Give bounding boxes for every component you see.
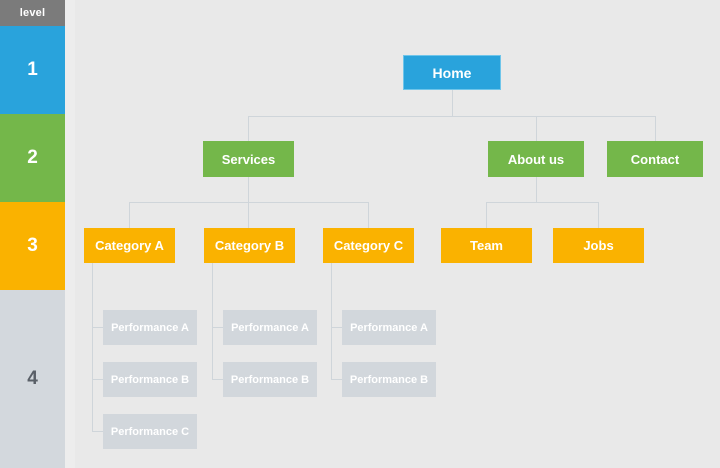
node-category-c[interactable]: Category C (323, 228, 414, 263)
connector-cat-a-child-2 (92, 379, 103, 380)
node-performance-c2[interactable]: Performance B (342, 362, 436, 397)
connector-cat-c-child-1 (331, 327, 342, 328)
connector-cat-a-child-3 (92, 431, 103, 432)
node-category-b[interactable]: Category B (204, 228, 295, 263)
connector-cat-b-child-1 (212, 327, 223, 328)
connector-cat-b-child-2 (212, 379, 223, 380)
node-team[interactable]: Team (441, 228, 532, 263)
rail-canvas-gutter (65, 0, 75, 468)
connector-cat-c-child-2 (331, 379, 342, 380)
node-performance-b2[interactable]: Performance B (223, 362, 317, 397)
node-services[interactable]: Services (203, 141, 294, 177)
node-performance-b1[interactable]: Performance A (223, 310, 317, 345)
node-home[interactable]: Home (403, 55, 501, 90)
connector-to-services (248, 116, 249, 141)
node-category-a[interactable]: Category A (84, 228, 175, 263)
connector-to-category-b (248, 202, 249, 228)
connector-to-category-c (368, 202, 369, 228)
node-performance-a2[interactable]: Performance B (103, 362, 197, 397)
connector-to-jobs (598, 202, 599, 228)
connector-to-contact (655, 116, 656, 141)
connector-level3-left-bus (129, 202, 369, 203)
node-performance-c1[interactable]: Performance A (342, 310, 436, 345)
connector-to-category-a (129, 202, 130, 228)
level-rail-header: level (0, 0, 65, 26)
connector-level3-right-bus (486, 202, 598, 203)
node-performance-a1[interactable]: Performance A (103, 310, 197, 345)
node-contact[interactable]: Contact (607, 141, 703, 177)
connector-to-team (486, 202, 487, 228)
node-performance-a3[interactable]: Performance C (103, 414, 197, 449)
connector-level2-bus (248, 116, 656, 117)
node-jobs[interactable]: Jobs (553, 228, 644, 263)
node-about-us[interactable]: About us (488, 141, 584, 177)
connector-home-down (452, 90, 453, 116)
level-band-4: 4 (0, 290, 65, 468)
level-band-3: 3 (0, 202, 65, 290)
connector-about-us-down (536, 177, 537, 202)
connector-to-about-us (536, 116, 537, 141)
level-band-1: 1 (0, 26, 65, 114)
level-band-2: 2 (0, 114, 65, 202)
connector-category-a-spine (92, 263, 93, 431)
connector-services-down (248, 177, 249, 202)
connector-category-c-spine (331, 263, 332, 379)
connector-cat-a-child-1 (92, 327, 103, 328)
level-rail: level 1 2 3 4 (0, 0, 65, 468)
connector-category-b-spine (212, 263, 213, 379)
